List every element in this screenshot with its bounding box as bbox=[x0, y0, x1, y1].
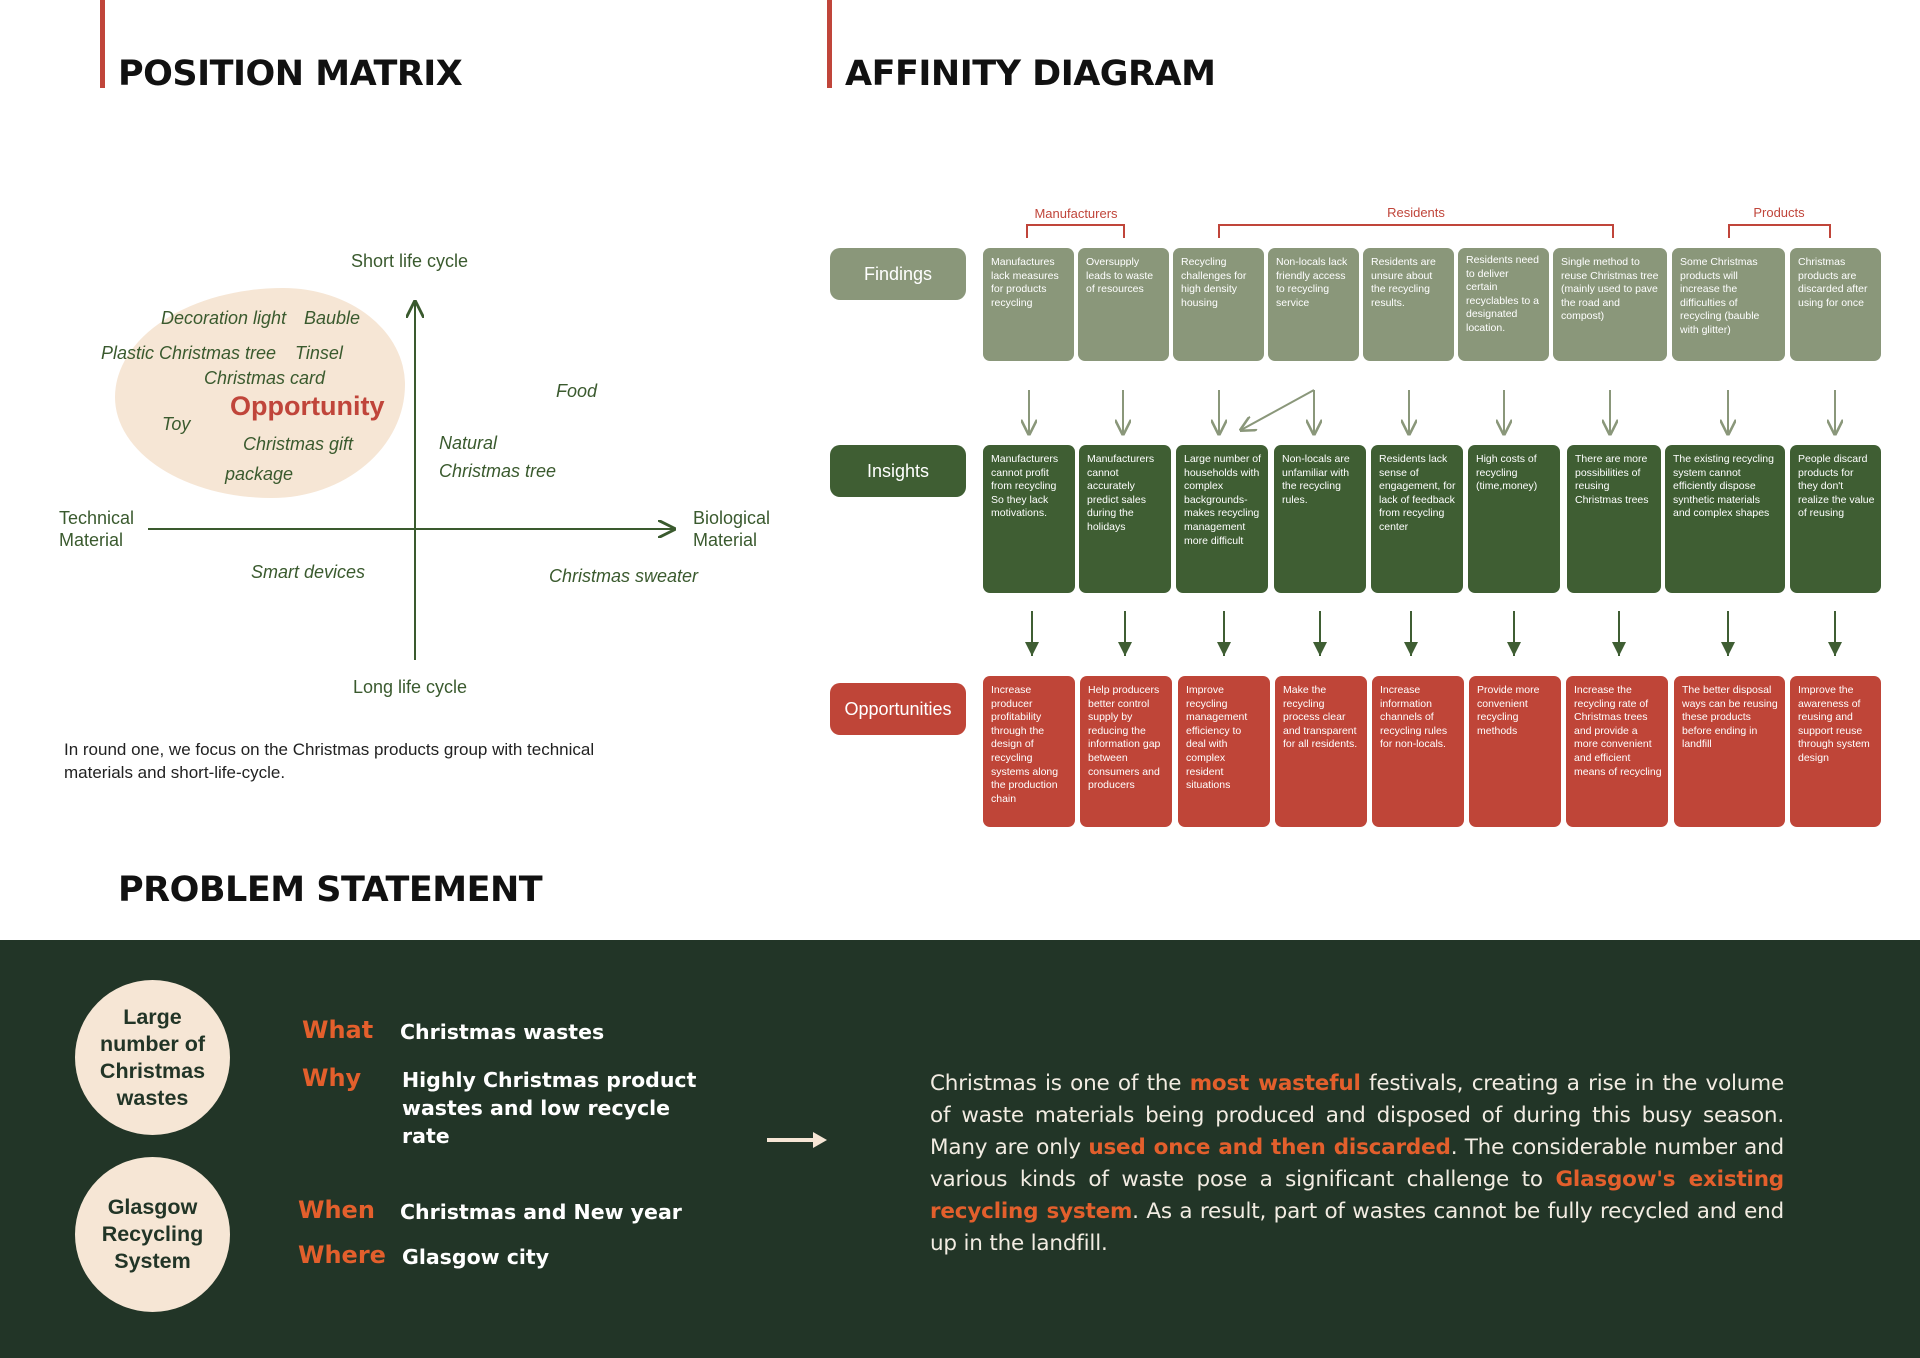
opportunity-card: Improve the awareness of reusing and sup… bbox=[1790, 676, 1881, 827]
matrix-axes bbox=[148, 0, 800, 660]
what-label: What bbox=[302, 1016, 374, 1044]
finding-card: Some Christmas products will increase th… bbox=[1672, 248, 1785, 361]
axis-bottom-label: Long life cycle bbox=[353, 677, 468, 697]
position-matrix-title: POSITION MATRIX bbox=[118, 54, 463, 94]
opportunity-card: Improve recycling management efficiency … bbox=[1178, 676, 1270, 827]
matrix-item: Christmas card bbox=[204, 368, 326, 388]
finding-card: Residents are unsure about the recycling… bbox=[1363, 248, 1454, 361]
group-label-products: Products bbox=[1753, 205, 1805, 220]
group-label-manufacturers: Manufacturers bbox=[1034, 206, 1118, 221]
where-value: Glasgow city bbox=[402, 1245, 550, 1269]
finding-card: Christmas products are discarded after u… bbox=[1790, 248, 1881, 361]
finding-card: Oversupply leads to waste of resources bbox=[1078, 248, 1169, 361]
insight-card: High costs of recycling (time,money) bbox=[1468, 445, 1560, 593]
matrix-item: Smart devices bbox=[251, 562, 366, 582]
insight-card: People discard products for they don't r… bbox=[1790, 445, 1881, 593]
matrix-item: Food bbox=[556, 381, 598, 401]
opportunity-card: Increase information channels of recycli… bbox=[1372, 676, 1464, 827]
right-arrow-icon bbox=[767, 1132, 827, 1148]
matrix-item: package bbox=[225, 464, 294, 484]
matrix-item: Christmas sweater bbox=[549, 566, 699, 586]
opportunity-zone bbox=[115, 288, 405, 498]
opportunity-card: Provide more convenient recycling method… bbox=[1469, 676, 1561, 827]
flow-arrows bbox=[0, 389, 1920, 656]
insight-card: There are more possibilities of reusing … bbox=[1567, 445, 1661, 593]
problem-statement-title: PROBLEM STATEMENT bbox=[118, 870, 543, 910]
matrix-item: Tinsel bbox=[295, 343, 343, 363]
matrix-item: Christmas tree bbox=[439, 461, 557, 481]
finding-card: Recycling challenges for high density ho… bbox=[1173, 248, 1264, 361]
opportunity-card: Help producers better control supply by … bbox=[1080, 676, 1172, 827]
highlight-text: used once and then discarded bbox=[1088, 1135, 1451, 1160]
matrix-note: In round one, we focus on the Christmas … bbox=[64, 740, 595, 782]
matrix-item: Christmas gift bbox=[243, 434, 354, 454]
row-label-insights: Insights bbox=[830, 445, 966, 497]
axis-top-label: Short life cycle bbox=[351, 251, 469, 271]
opportunity-label: Opportunity bbox=[230, 391, 385, 421]
circle-christmas-wastes: Large number of Christmas wastes bbox=[75, 980, 230, 1135]
highlight-text: Glasgow's existing recycling system bbox=[930, 1167, 1784, 1224]
where-label: Where bbox=[298, 1241, 386, 1269]
insight-card: The existing recycling system cannot eff… bbox=[1665, 445, 1785, 593]
why-label: Why bbox=[302, 1064, 362, 1092]
insight-card: Manufacturers cannot accurately predict … bbox=[1079, 445, 1171, 593]
section-accent-bar bbox=[827, 0, 832, 88]
insight-card: Residents lack sense of engagement, for … bbox=[1371, 445, 1463, 593]
opportunity-card: Increase the recycling rate of Christmas… bbox=[1566, 676, 1668, 827]
matrix-item: Toy bbox=[162, 414, 191, 434]
matrix-item: Bauble bbox=[304, 308, 361, 328]
row-label-findings: Findings bbox=[830, 248, 966, 300]
why-value: Highly Christmas product wastes and low … bbox=[402, 1068, 697, 1148]
circle-glasgow-recycling: Glasgow Recycling System bbox=[75, 1157, 230, 1312]
group-brackets bbox=[1026, 224, 1831, 238]
insight-card: Non-locals are unfamiliar with the recyc… bbox=[1274, 445, 1366, 593]
matrix-item: Plastic Christmas tree bbox=[101, 343, 277, 363]
problem-statement-panel bbox=[0, 940, 1920, 1358]
finding-card: Manufactures lack measures for products … bbox=[983, 248, 1074, 361]
opportunity-card: Make the recycling process clear and tra… bbox=[1275, 676, 1367, 827]
finding-card: Non-locals lack friendly access to recyc… bbox=[1268, 248, 1359, 361]
what-value: Christmas wastes bbox=[400, 1020, 605, 1044]
affinity-diagram-title: AFFINITY DIAGRAM bbox=[845, 54, 1216, 94]
insight-card: Large number of households with complex … bbox=[1176, 445, 1268, 593]
problem-paragraph: Christmas is one of the most wasteful fe… bbox=[930, 1071, 1785, 1256]
section-accent-bar bbox=[100, 0, 105, 88]
insight-card: Manufacturers cannot profit from recycli… bbox=[983, 445, 1075, 593]
finding-card: Single method to reuse Christmas tree (m… bbox=[1553, 248, 1667, 361]
highlight-text: most wasteful bbox=[1189, 1071, 1361, 1096]
opportunity-card: Increase producer profitability through … bbox=[983, 676, 1075, 827]
when-label: When bbox=[298, 1196, 375, 1224]
group-label-residents: Residents bbox=[1387, 205, 1445, 220]
opportunity-card: The better disposal ways can be reusing … bbox=[1674, 676, 1785, 827]
axis-left-label: Technical Material bbox=[59, 508, 135, 550]
axis-right-label: Biological Material bbox=[693, 508, 771, 550]
matrix-item: Decoration light bbox=[161, 308, 287, 328]
matrix-item: Natural bbox=[439, 433, 498, 453]
when-value: Christmas and New year bbox=[400, 1200, 682, 1224]
row-label-opportunities: Opportunities bbox=[830, 683, 966, 735]
finding-card: Residents need to deliver certain recycl… bbox=[1458, 248, 1549, 361]
